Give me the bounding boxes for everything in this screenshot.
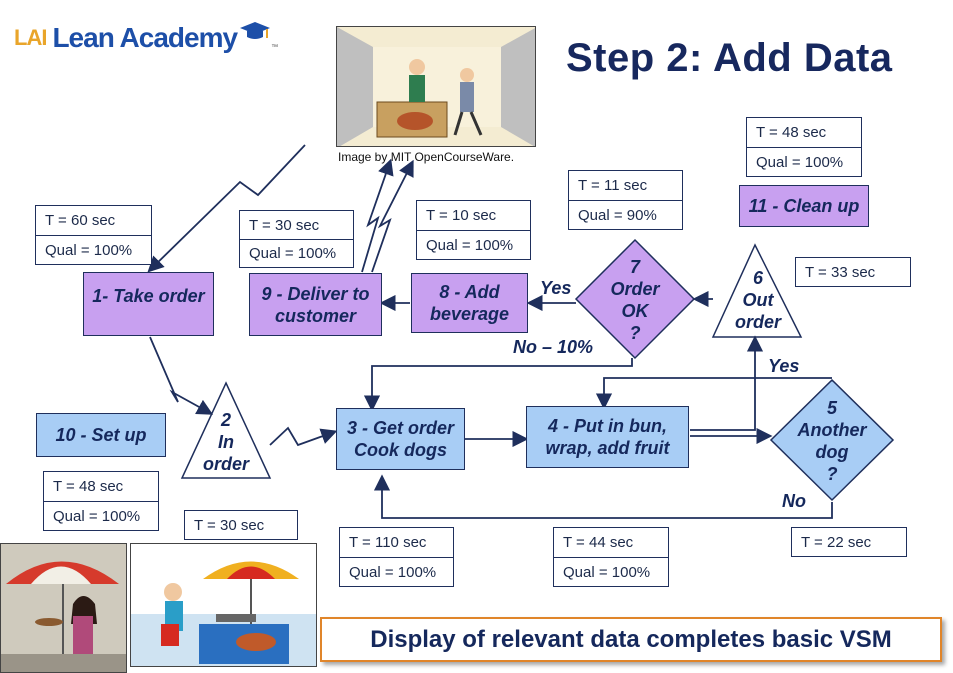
time-value: T = 44 sec: [563, 534, 634, 551]
flow-yes-loop: [595, 377, 832, 410]
flow-deliver-to-image-1: [361, 158, 394, 273]
quality-value: Qual = 100%: [554, 557, 668, 586]
quality-value: Qual = 100%: [36, 235, 151, 264]
order-ok-diamond: [574, 238, 696, 360]
time-value: T = 110 sec: [349, 534, 427, 551]
trademark: ™: [271, 43, 279, 51]
process-deliver: 9 - Deliver to customer: [249, 273, 382, 336]
process-bun: 4 - Put in bun, wrap, add fruit: [526, 406, 689, 468]
quality-value: Qual = 100%: [340, 557, 453, 586]
data-deliver: T = 30 sec Qual = 100%: [239, 210, 354, 268]
flow-deliver-to-image-2: [371, 159, 414, 273]
out-order-label: 6 Out order: [734, 268, 781, 332]
no-label-bottom: No: [782, 491, 806, 511]
hot-dog-cart-image: [131, 544, 316, 666]
counter-illustration: [336, 26, 536, 147]
info-flow-image-to-order: [147, 144, 306, 273]
lean-academy-logo: LAI Lean Academy ™: [14, 22, 278, 54]
vendor-setup-image: [1, 544, 126, 672]
time-value: T = 11 sec: [578, 177, 648, 194]
quality-value: Qual = 90%: [569, 200, 682, 229]
quality-value: Qual = 100%: [240, 239, 353, 267]
deliver-label: 9 - Deliver to customer: [261, 283, 370, 326]
order-ok-label: 7 Order OK ?: [610, 257, 660, 343]
another-dog-label: 5 Another dog ?: [797, 398, 867, 484]
in-order-label: 2 In order: [202, 410, 249, 474]
process-cook: 3 - Get order Cook dogs: [336, 408, 465, 470]
bun-label: 4 - Put in bun, wrap, add fruit: [545, 416, 670, 458]
cart-illustration: [130, 543, 317, 667]
flow-order-to-inventory: [149, 336, 214, 415]
time-value: T = 48 sec: [53, 478, 124, 495]
lai-mark: LAI: [14, 25, 47, 50]
cook-label: 3 - Get order Cook dogs: [346, 418, 455, 460]
time-value: T = 10 sec: [426, 207, 497, 224]
process-take-order: 1- Take order: [83, 272, 214, 336]
image-credit: Image by MIT OpenCourseWare.: [338, 150, 515, 164]
yes-label-mid: Yes: [768, 356, 800, 376]
process-beverage: 8 - Add beverage: [411, 273, 528, 333]
data-in-order: T = 30 sec: [184, 510, 298, 540]
data-cleanup: T = 48 sec Qual = 100%: [746, 117, 862, 177]
quality-value: Qual = 100%: [417, 230, 530, 259]
time-value: T = 48 sec: [756, 124, 827, 141]
vendor-customer-image: [337, 27, 535, 146]
logo-text: Lean Academy: [52, 22, 238, 53]
data-cook: T = 110 sec Qual = 100%: [339, 527, 454, 587]
time-value: T = 30 sec: [249, 216, 320, 234]
another-dog-diamond: [769, 378, 895, 502]
setup-illustration: [0, 543, 127, 673]
time-value: T = 60 sec: [45, 212, 116, 229]
data-beverage: T = 10 sec Qual = 100%: [416, 200, 531, 260]
process-cleanup: 11 - Clean up: [739, 185, 869, 227]
data-setup: T = 48 sec Qual = 100%: [43, 471, 159, 531]
flow-ok-no-to-cook: [363, 358, 633, 412]
in-order-triangle: [180, 381, 272, 479]
yes-label-top: Yes: [540, 278, 572, 298]
data-out-order: T = 33 sec: [795, 257, 911, 287]
data-bun: T = 44 sec Qual = 100%: [553, 527, 669, 587]
quality-value: Qual = 100%: [44, 501, 158, 530]
quality-value: Qual = 100%: [747, 147, 861, 176]
flow-no-loop: [373, 474, 833, 519]
process-setup: 10 - Set up: [36, 413, 166, 457]
data-take-order: T = 60 sec Qual = 100%: [35, 205, 152, 265]
summary-banner: Display of relevant data completes basic…: [320, 617, 942, 662]
flow-bun-to-out: [690, 335, 764, 431]
page-title: Step 2: Add Data: [566, 36, 893, 80]
data-another-dog: T = 22 sec: [791, 527, 907, 557]
flow-inventory-to-cook: [269, 426, 338, 447]
graduation-cap-icon: [240, 22, 271, 39]
data-order-ok: T = 11 sec Qual = 90%: [568, 170, 683, 230]
beverage-label: 8 - Add beverage: [429, 282, 510, 324]
no-10-label: No – 10%: [513, 337, 594, 357]
